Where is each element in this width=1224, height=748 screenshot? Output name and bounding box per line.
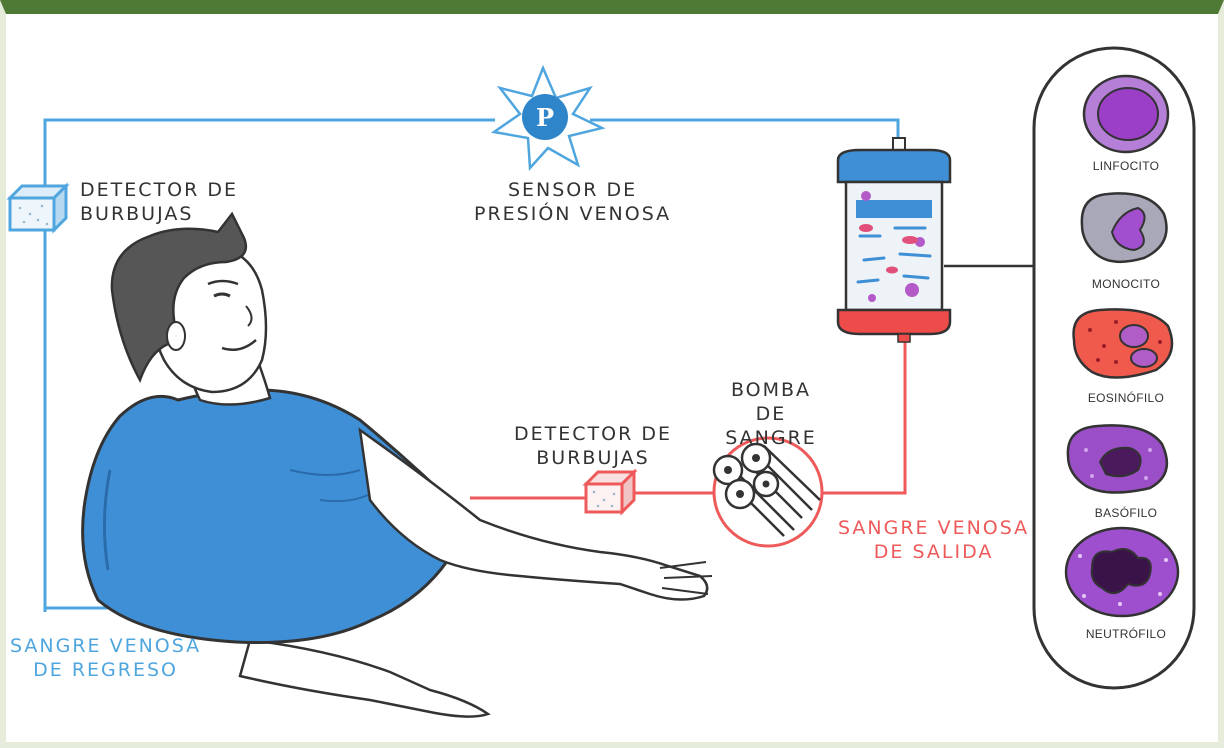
dialyzer-filter — [838, 138, 950, 342]
neutrophil-label: NEUTRÓFILO — [1056, 627, 1196, 641]
detector-top-label: DETECTOR DE BURBUJAS — [80, 178, 238, 226]
outflow-line — [470, 330, 905, 498]
sensor-symbol: P — [536, 103, 554, 132]
return-blood-label: SANGRE VENOSA DE REGRESO — [10, 634, 201, 682]
neutrophil-icon — [1066, 528, 1178, 616]
monocyte-label: MONOCITO — [1056, 277, 1196, 291]
sensor-label: SENSOR DE PRESIÓN VENOSA — [474, 178, 671, 226]
bubble-detector-mid — [586, 472, 634, 512]
monocyte-icon — [1082, 193, 1167, 261]
lymphocyte-icon — [1084, 76, 1168, 152]
basophil-label: BASÓFILO — [1056, 506, 1196, 520]
blood-pump-label: BOMBA DE SANGRE — [710, 378, 832, 450]
lymphocyte-label: LINFOCITO — [1056, 159, 1196, 173]
eosinophil-icon — [1074, 309, 1172, 377]
pressure-sensor-icon: P — [494, 68, 602, 168]
blood-pump-icon — [714, 438, 822, 546]
outgoing-blood-label: SANGRE VENOSA DE SALIDA — [838, 516, 1029, 564]
basophil-icon — [1068, 425, 1167, 492]
bubble-detector-top — [10, 186, 66, 230]
eosinophil-label: EOSINÓFILO — [1056, 391, 1196, 405]
detector-mid-label: DETECTOR DE BURBUJAS — [514, 422, 672, 470]
